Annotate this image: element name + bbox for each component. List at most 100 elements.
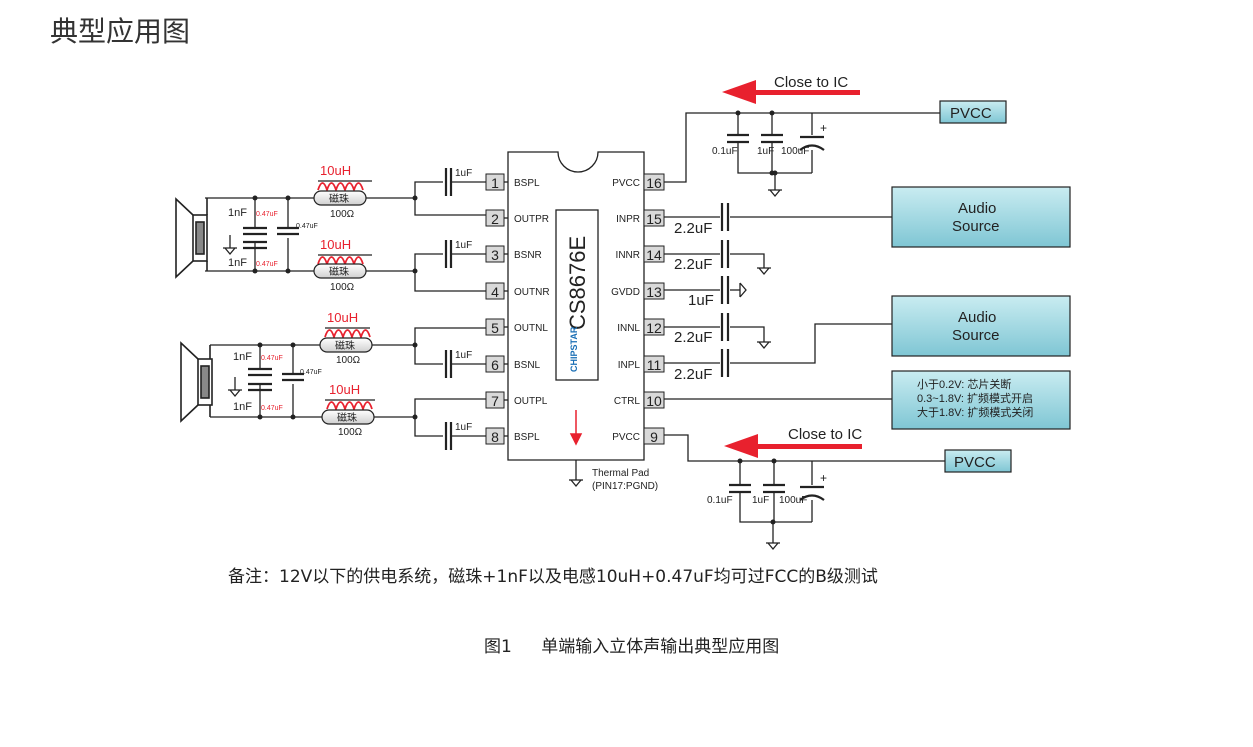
polarity-plus: + bbox=[820, 471, 827, 485]
thermal-pad-pin: (PIN17:PGND) bbox=[592, 481, 658, 492]
pin-name: BSPL bbox=[514, 432, 540, 443]
bead-ohm-label: 100Ω bbox=[330, 209, 355, 220]
pin-name: INNL bbox=[617, 323, 640, 334]
page-title: 典型应用图 bbox=[50, 15, 191, 48]
audio-source-box-2 bbox=[891, 295, 1071, 357]
pin-number: 4 bbox=[491, 284, 499, 300]
audio-source-label: Source bbox=[952, 327, 1000, 344]
pin-name: BSPL bbox=[514, 178, 540, 189]
cap-label-red: 0.47uF bbox=[256, 261, 278, 268]
cap-label: 0.47uF bbox=[300, 369, 322, 376]
pin-name: INNR bbox=[616, 250, 640, 261]
bead-ohm-label: 100Ω bbox=[330, 282, 355, 293]
left-pin: 8 BSPL bbox=[485, 427, 540, 445]
pin-name: BSNR bbox=[514, 250, 542, 261]
left-pin: 3 BSNR bbox=[485, 245, 542, 263]
bead-label: 磁珠 bbox=[329, 265, 349, 278]
cap-label-red: 0.47uF bbox=[261, 355, 283, 362]
cap-label: 0.1uF bbox=[707, 495, 733, 506]
bead-label: 磁珠 bbox=[329, 192, 349, 205]
arrow-left-icon bbox=[722, 80, 860, 104]
ctrl-info-line: 大于1.8V: 扩频模式关闭 bbox=[917, 405, 1033, 419]
pin-number: 8 bbox=[491, 429, 499, 445]
pin-name: PVCC bbox=[612, 178, 640, 189]
arrow-left-icon bbox=[724, 434, 862, 458]
cap-label: 100uF bbox=[781, 146, 809, 157]
right-pin: 9 PVCC bbox=[612, 427, 665, 445]
input-cap-label: 2.2uF bbox=[674, 329, 712, 346]
audio-source-box-1 bbox=[891, 186, 1071, 248]
pin-number: 1 bbox=[491, 175, 499, 191]
speaker-icon bbox=[180, 341, 213, 423]
thermal-ground-icon bbox=[569, 460, 583, 488]
audio-source-label: Audio bbox=[958, 309, 996, 326]
pin-name: OUTNR bbox=[514, 287, 550, 298]
left-pin: 4 OUTNR bbox=[485, 282, 550, 300]
inductor-label: 10uH bbox=[329, 382, 360, 397]
pin-number: 15 bbox=[646, 211, 662, 227]
left-pin: 1 BSPL bbox=[485, 173, 540, 191]
cap-label: 0.47uF bbox=[296, 223, 318, 230]
pin-number: 9 bbox=[650, 429, 658, 445]
pin-number: 10 bbox=[646, 393, 662, 409]
pin-number: 13 bbox=[646, 284, 662, 300]
pin-name: INPL bbox=[618, 360, 641, 371]
pin-name: OUTNL bbox=[514, 323, 548, 334]
pin-name: GVDD bbox=[611, 287, 640, 298]
right-pin: 15 INPR bbox=[616, 209, 665, 227]
pin-name: OUTPL bbox=[514, 396, 548, 407]
polarity-plus: + bbox=[820, 121, 827, 135]
pvcc-label: PVCC bbox=[950, 105, 992, 122]
pin-name: OUTPR bbox=[514, 214, 549, 225]
input-cap-label: 1uF bbox=[688, 292, 714, 309]
info-boxes bbox=[891, 100, 1071, 473]
right-pin: 13 GVDD bbox=[611, 282, 665, 300]
pin-name: PVCC bbox=[612, 432, 640, 443]
pvcc-label: PVCC bbox=[954, 454, 996, 471]
pin-name: INPR bbox=[616, 214, 640, 225]
cap-label-red: 0.47uF bbox=[256, 211, 278, 218]
cap-label: 1nF bbox=[233, 351, 252, 363]
ground-symbols bbox=[223, 189, 782, 551]
left-pin: 5 OUTNL bbox=[485, 318, 548, 336]
input-cap-label: 2.2uF bbox=[674, 220, 712, 237]
inductor-label: 10uH bbox=[320, 237, 351, 252]
cap-label: 1uF bbox=[455, 168, 472, 179]
audio-source-label: Source bbox=[952, 218, 1000, 235]
figure-title: 单端输入立体声输出典型应用图 bbox=[541, 637, 780, 657]
right-pin: 14 INNR bbox=[616, 245, 665, 263]
ctrl-info-box bbox=[891, 370, 1071, 430]
pin-name: BSNL bbox=[514, 360, 541, 371]
cap-label: 1nF bbox=[233, 401, 252, 413]
cap-label: 1uF bbox=[455, 422, 472, 433]
ferrite-beads bbox=[313, 190, 375, 425]
cap-label: 1uF bbox=[455, 350, 472, 361]
ic-body bbox=[507, 151, 645, 461]
junction-dots bbox=[252, 110, 778, 525]
thermal-arrow-icon bbox=[569, 410, 583, 446]
pvcc-box-top bbox=[939, 100, 1007, 124]
cap-label: 1uF bbox=[757, 146, 774, 157]
pin-number: 11 bbox=[647, 357, 662, 373]
pin-number: 3 bbox=[491, 247, 499, 263]
pin-number: 7 bbox=[491, 393, 499, 409]
figure-number: 图1 bbox=[484, 637, 512, 657]
note-text: 备注：12V以下的供电系统，磁珠+1nF以及电感10uH+0.47uF均可过FC… bbox=[228, 567, 878, 587]
thermal-pad-label: Thermal Pad bbox=[592, 468, 649, 479]
cap-label-red: 0.47uF bbox=[261, 405, 283, 412]
input-cap-label: 2.2uF bbox=[674, 256, 712, 273]
cap-label: 100uF bbox=[779, 495, 807, 506]
pin-number: 5 bbox=[491, 320, 499, 336]
right-pin: 11 INPL bbox=[618, 355, 665, 373]
speaker-icon bbox=[175, 197, 208, 279]
bead-label: 磁珠 bbox=[335, 339, 355, 352]
bead-label: 磁珠 bbox=[337, 411, 357, 424]
pin-number: 14 bbox=[646, 247, 662, 263]
